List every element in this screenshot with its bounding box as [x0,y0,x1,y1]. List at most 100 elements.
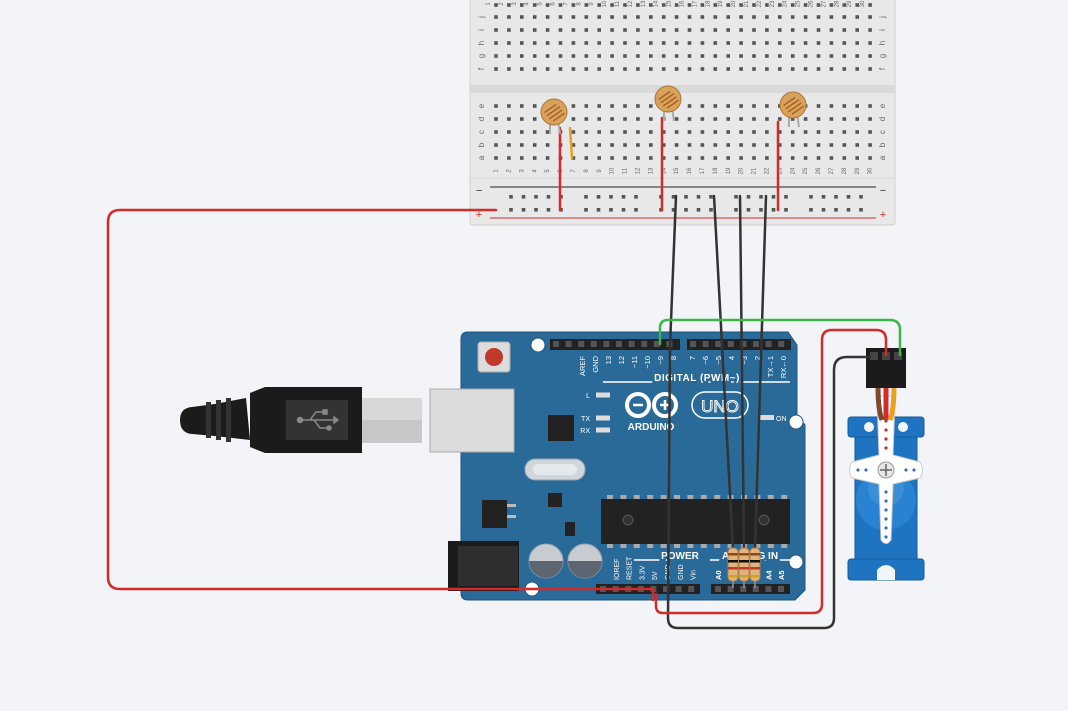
breadboard-hole[interactable] [739,130,743,134]
breadboard-hole[interactable] [674,54,679,58]
breadboard-hole[interactable] [816,104,821,108]
breadboard-hole[interactable] [532,156,537,160]
breadboard-hole[interactable] [687,156,692,160]
breadboard-hole[interactable] [739,67,743,71]
breadboard-hole[interactable] [713,54,718,58]
breadboard-hole[interactable] [674,130,679,134]
breadboard-hole[interactable] [842,28,847,32]
breadboard-hole[interactable] [790,54,795,58]
breadboard-hole[interactable] [584,143,589,147]
resistor-icon[interactable] [749,547,761,588]
breadboard-hole[interactable] [778,156,782,160]
rail-hole[interactable] [546,208,551,212]
breadboard-hole[interactable] [661,41,666,45]
breadboard-hole[interactable] [571,3,576,7]
rail-hole[interactable] [634,195,638,199]
breadboard-hole[interactable] [790,41,795,45]
digital-pin-socket[interactable] [616,341,622,347]
breadboard-hole[interactable] [636,104,640,108]
breadboard-hole[interactable] [778,41,782,45]
breadboard-hole[interactable] [790,156,795,160]
rail-hole[interactable] [821,208,826,212]
breadboard-hole[interactable] [494,54,498,58]
breadboard-hole[interactable] [649,15,653,19]
breadboard-hole[interactable] [829,130,834,134]
breadboard-hole[interactable] [700,41,705,45]
rail-hole[interactable] [621,208,626,212]
breadboard-hole[interactable] [790,67,795,71]
breadboard-hole[interactable] [636,54,640,58]
breadboard-hole[interactable] [816,156,821,160]
breadboard-hole[interactable] [571,54,576,58]
breadboard-hole[interactable] [584,28,589,32]
digital-pin-socket[interactable] [765,341,772,347]
breadboard-hole[interactable] [842,130,847,134]
breadboard-hole[interactable] [661,130,666,134]
breadboard-hole[interactable] [778,67,782,71]
breadboard-hole[interactable] [584,15,589,19]
breadboard-hole[interactable] [739,54,743,58]
breadboard-hole[interactable] [700,156,705,160]
breadboard-hole[interactable] [571,15,576,19]
resistor-icon[interactable] [738,547,750,588]
breadboard-hole[interactable] [803,28,808,32]
breadboard-hole[interactable] [649,143,653,147]
breadboard-hole[interactable] [726,104,730,108]
breadboard-hole[interactable] [584,3,589,7]
digital-pin-socket[interactable] [628,341,635,347]
rail-hole[interactable] [846,195,851,199]
breadboard-hole[interactable] [842,67,847,71]
breadboard-hole[interactable] [674,41,679,45]
breadboard-hole[interactable] [829,104,834,108]
breadboard-hole[interactable] [584,41,589,45]
photoresistor-2[interactable] [654,85,682,122]
breadboard-hole[interactable] [584,67,589,71]
reset-button[interactable] [477,341,511,373]
rail-hole[interactable] [684,208,688,212]
breadboard-hole[interactable] [507,3,511,7]
breadboard-hole[interactable] [778,28,782,32]
breadboard-hole[interactable] [674,28,679,32]
rail-hole[interactable] [534,208,538,212]
breadboard-hole[interactable] [507,104,511,108]
breadboard-hole[interactable] [765,156,769,160]
breadboard-hole[interactable] [868,67,872,71]
digital-pin-socket[interactable] [641,341,648,347]
analog-pin-socket[interactable] [778,586,784,592]
breadboard-hole[interactable] [571,117,576,121]
breadboard-hole[interactable] [610,54,614,58]
breadboard-hole[interactable] [623,117,627,121]
breadboard-hole[interactable] [571,130,576,134]
breadboard-hole[interactable] [829,67,834,71]
breadboard-hole[interactable] [778,143,782,147]
breadboard-hole[interactable] [571,41,576,45]
breadboard-hole[interactable] [494,156,498,160]
breadboard-hole[interactable] [545,15,550,19]
breadboard-hole[interactable] [494,104,498,108]
breadboard-hole[interactable] [855,104,859,108]
breadboard-hole[interactable] [661,28,666,32]
breadboard-hole[interactable] [623,54,627,58]
breadboard-hole[interactable] [520,41,524,45]
breadboard-hole[interactable] [726,54,730,58]
breadboard-hole[interactable] [790,143,795,147]
breadboard-hole[interactable] [610,67,614,71]
breadboard-hole[interactable] [842,3,847,7]
breadboard-hole[interactable] [713,130,718,134]
breadboard-hole[interactable] [623,130,627,134]
rail-hole[interactable] [596,195,601,199]
breadboard-hole[interactable] [803,130,808,134]
breadboard-hole[interactable] [610,104,614,108]
breadboard-hole[interactable] [765,3,769,7]
digital-pin-socket[interactable] [702,341,709,347]
breadboard-hole[interactable] [855,54,859,58]
breadboard-hole[interactable] [726,130,730,134]
breadboard-hole[interactable] [623,41,627,45]
breadboard-hole[interactable] [816,3,821,7]
breadboard-hole[interactable] [868,54,872,58]
breadboard-hole[interactable] [803,54,808,58]
breadboard-hole[interactable] [674,67,679,71]
rail-hole[interactable] [759,195,763,199]
breadboard-hole[interactable] [545,130,550,134]
breadboard-hole[interactable] [868,41,872,45]
